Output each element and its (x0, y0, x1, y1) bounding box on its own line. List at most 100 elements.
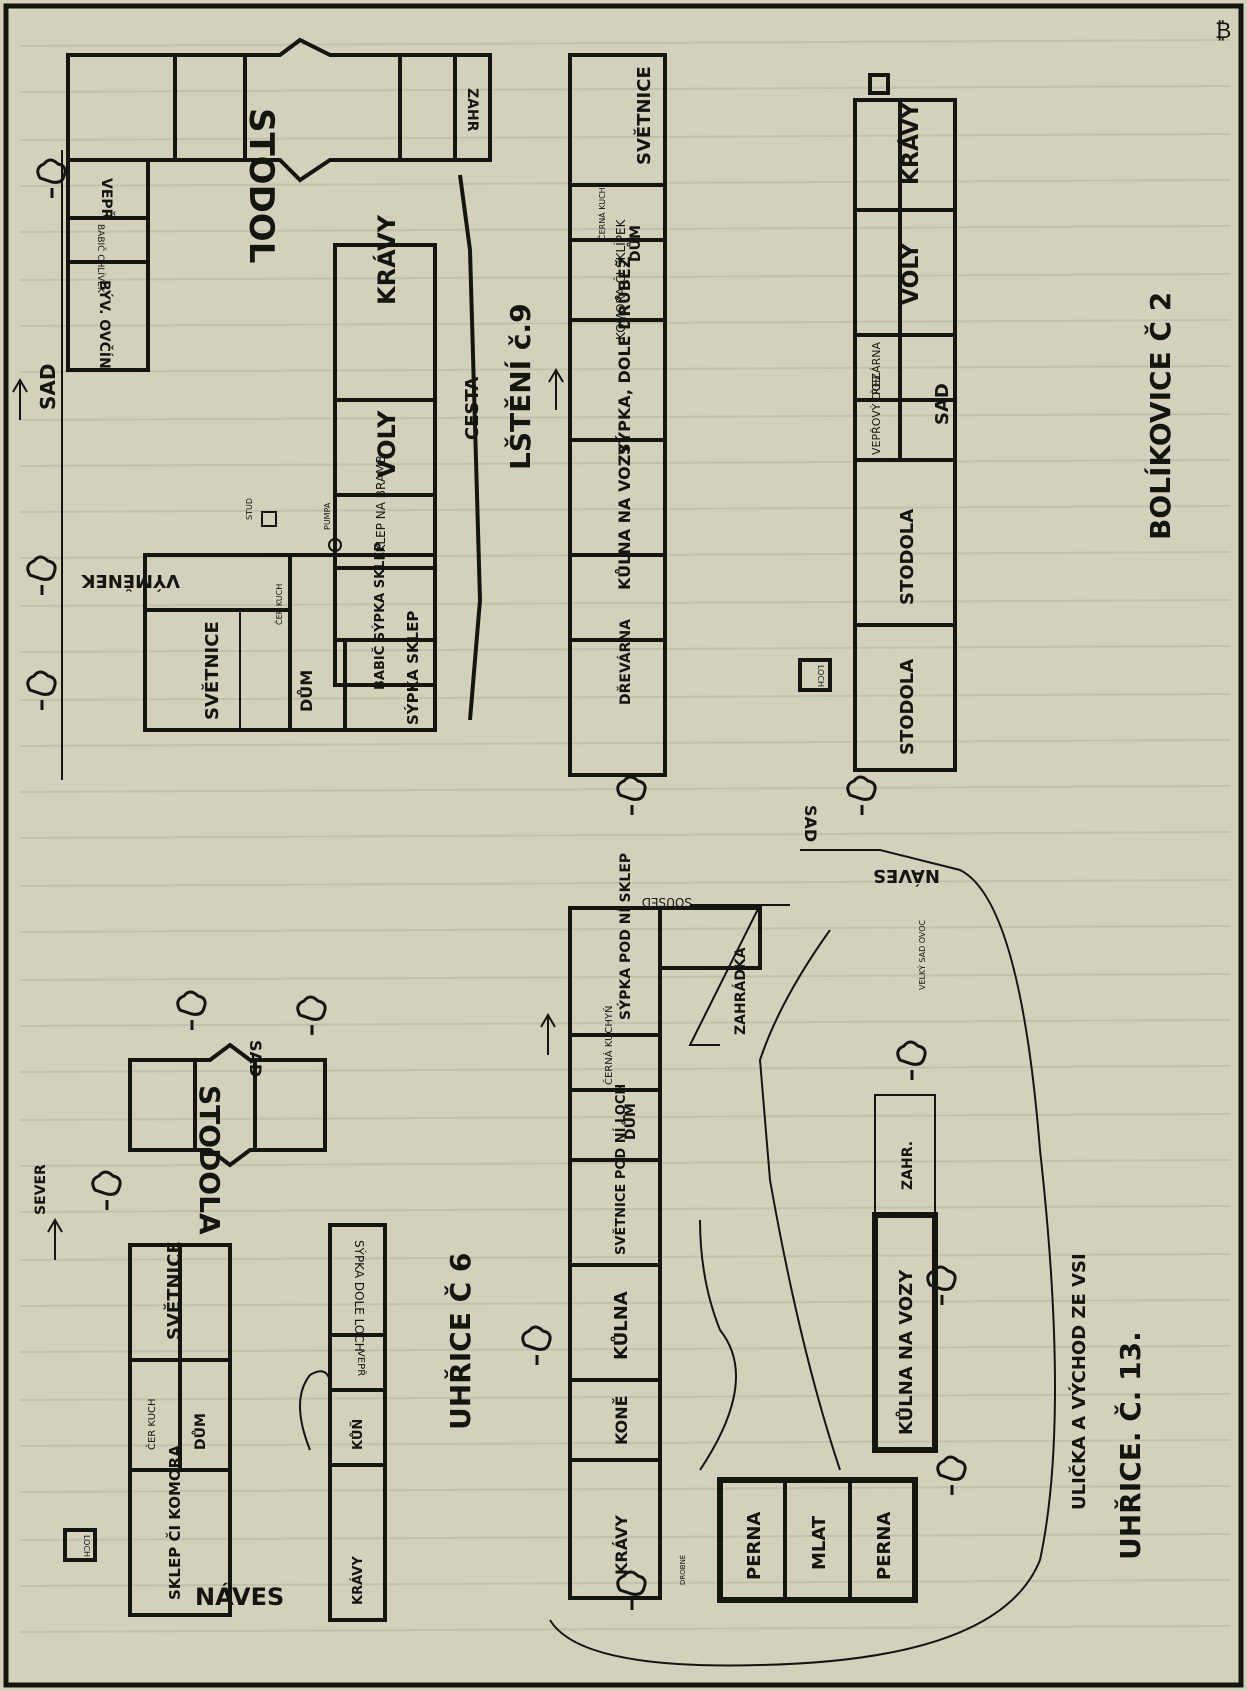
uhrice6-naves-label: NÁVES (195, 1582, 284, 1611)
lsteni-right-wing (333, 243, 437, 687)
lsteni-babic-sypka-label: BABIČ SÝPKA SKLEP (372, 542, 388, 690)
uhrice6-kravy-label: KRÁVY (350, 1556, 366, 1605)
uhrice13-cerna-kuchyn-label: ČERNÁ KUCHYŇ (602, 1006, 615, 1085)
uhrice13-boundary (549, 849, 1056, 1667)
uhrice13-zahradka-lines (688, 904, 790, 1046)
tree-icon (896, 1040, 927, 1080)
bolikovice-loch-label: LOCH (816, 665, 825, 687)
bolikovice-cerna-kuch-label: ČERNÁ KUCH (596, 187, 607, 240)
lsteni-vepr-label: VEPŘ (98, 178, 115, 220)
uhrice13-kulna-vozy-label: KŮLNA NA VOZY (894, 1269, 917, 1435)
lsteni-title: LŠTĚNÍ č.9 (503, 303, 537, 470)
bolikovice-stodola2-label: STODOLA (897, 659, 918, 755)
lsteni-left-arrow (12, 378, 28, 420)
uhrice13-perna2-label: PERNA (874, 1512, 895, 1580)
uhrice13-north-arrow (540, 1013, 556, 1055)
uhrice6-kun-label: KŮŇ (350, 1419, 366, 1450)
tree-icon (176, 990, 207, 1030)
uhrice13-mlat-label: MLAT (809, 1515, 830, 1570)
plan-uhrice6: STODOLA SVĚTNICE DŮM ČER KUCH SKLEP ČI K… (33, 1040, 477, 1622)
uhrice6-loch-box (63, 1528, 97, 1562)
bolikovice-veprovy-label: VEPŘOVÝ DOB. (870, 372, 883, 455)
uhrice6-sklep-komora-label: SKLEP ČI KOMORA (165, 1445, 184, 1600)
bolikovice-house-wing (568, 53, 667, 777)
plan-uhrice13: SÝPKA POD NÍ SKLEP ČERNÁ KUCHYŇ DŮM SVĚT… (540, 849, 1147, 1667)
uhrice13-zahr-box (874, 1094, 936, 1216)
uhrice13-kulna-label: KŮLNA (609, 1291, 632, 1360)
tree-icon (296, 995, 327, 1035)
lsteni-zahr-label: ZAHR (464, 88, 480, 132)
uhrice13-ulicka-label: ULIČKA A VÝCHOD ZE VSI (1068, 1253, 1090, 1510)
bolikovice-sad-top-label: SAD (801, 805, 820, 842)
lsteni-cer-kuch-label: ČER KUCH (273, 584, 284, 625)
uhrice6-north-arrow (47, 1218, 63, 1260)
lsteni-babic-chlivek-label: BABIČ CHLÍVEK (95, 224, 107, 294)
bolikovice-loch-box (798, 658, 832, 692)
tree-icon (926, 1265, 957, 1305)
lsteni-sypka-sklep-label: SÝPKA SKLEP (403, 611, 422, 725)
uhrice13-house-wing (568, 906, 662, 1600)
tree-icon (36, 158, 67, 198)
bolikovice-kulna-label: KŮLNA NA VOZY (615, 443, 634, 590)
uhrice13-kravy-label: KRÁVY (612, 1515, 631, 1575)
lsteni-left-wing (66, 158, 150, 372)
lsteni-kravy-label: KRÁVY (372, 214, 401, 305)
bolikovice-svetnice-label: SVĚTNICE (633, 66, 655, 165)
uhrice6-stodola-label: STODOLA (193, 1085, 226, 1235)
bolikovice-title: BOLÍKOVICE Č 2 (1143, 292, 1177, 540)
uhrice6-sad-label: SAD (246, 1040, 265, 1077)
lsteni-north-arrow (548, 368, 564, 410)
uhrice13-paths (699, 929, 841, 1471)
tree-icons (26, 158, 967, 1610)
lsteni-byv-ovcin-label: BÝV. OVČÍN (96, 280, 114, 369)
uhrice6-stable (328, 1223, 387, 1622)
lsteni-sklep-bramb-label: SKLEP NA BRAMB (374, 455, 388, 560)
bolikovice-drevarna-label: DŘEVÁRNA (617, 619, 634, 705)
uhrice13-kone-label: KONĚ (612, 1395, 631, 1445)
plan-lsteni: STODOL ZAHR VEPŘ BABIČ CHLÍVEK BÝV. OVČÍ… (12, 37, 564, 780)
uhrice13-title: UHŘICE. Č. 13. (1113, 1331, 1147, 1560)
tree-icon (936, 1455, 967, 1495)
lsteni-voly-label: VOLY (373, 410, 401, 478)
tree-icon (616, 1570, 647, 1610)
uhrice13-velky-sad-label: VELKÝ SAD OVOC (916, 919, 927, 990)
bolikovice-sypka-label: SÝPKA, DOLE DRŮBEŽ (615, 257, 634, 455)
tree-icon (91, 1170, 122, 1210)
lsteni-well-icon (261, 511, 277, 527)
uhrice6-vepr-label: VEPŘ (355, 1350, 368, 1376)
bolikovice-well-icon (868, 73, 890, 95)
lsteni-stodol-label: STODOL (241, 108, 281, 263)
lsteni-dum-label: DŮM (297, 670, 316, 712)
lsteni-vymenek-label: VÝMĚNEK (80, 570, 180, 592)
uhrice13-svetnice-label: SVĚTNICE POD NÍ LOCH (613, 1084, 629, 1255)
uhrice6-sypka-label: SÝPKA DOLE LOCH (352, 1240, 367, 1352)
printer-mark: ₿ (1215, 19, 1231, 44)
lsteni-pumpa-label: PUMPA (323, 502, 332, 530)
uhrice13-zahr-label: ZAHR. (900, 1141, 916, 1190)
bolikovice-rezarna-label: ŘEZÁRNA (870, 341, 883, 395)
uhrice6-stodola-outline (128, 1042, 327, 1168)
bolikovice-voly-label: VOLY (899, 242, 924, 305)
bolikovice-dum-label: DŮM (626, 225, 644, 262)
uhrice13-naves-label: NÁVES (873, 865, 940, 887)
bolikovice-sad-bottom-label: SAD (932, 383, 953, 425)
lsteni-stud-label: STUD (245, 498, 254, 520)
uhrice13-soused-label: SOUSED (642, 895, 692, 909)
tree-icon (521, 1325, 552, 1365)
plate-border (3, 3, 1244, 1688)
uhrice6-loch-label: LOCH (82, 1535, 91, 1557)
bolikovice-komora-label: KOMORA ČI SKLÍPEK (613, 218, 628, 340)
tree-icon (26, 555, 57, 595)
lsteni-svetnice-label: SVĚTNICE (201, 621, 223, 720)
uhrice6-title: UHŘICE Č 6 (443, 1253, 477, 1430)
uhrice6-cer-kuch-label: ČER KUCH (145, 1398, 158, 1450)
lsteni-sad-label: SAD (36, 364, 60, 410)
lsteni-pump-icon (328, 538, 342, 552)
uhrice6-svetnice-label: SVĚTNICE (163, 1241, 185, 1340)
uhrice13-drobne-label: DROBNÉ (678, 1555, 687, 1585)
uhrice6-yard-arc (299, 1370, 332, 1451)
uhrice13-sypka-label: SÝPKA POD NÍ SKLEP (616, 853, 634, 1020)
uhrice13-perna1-label: PERNA (744, 1512, 765, 1580)
